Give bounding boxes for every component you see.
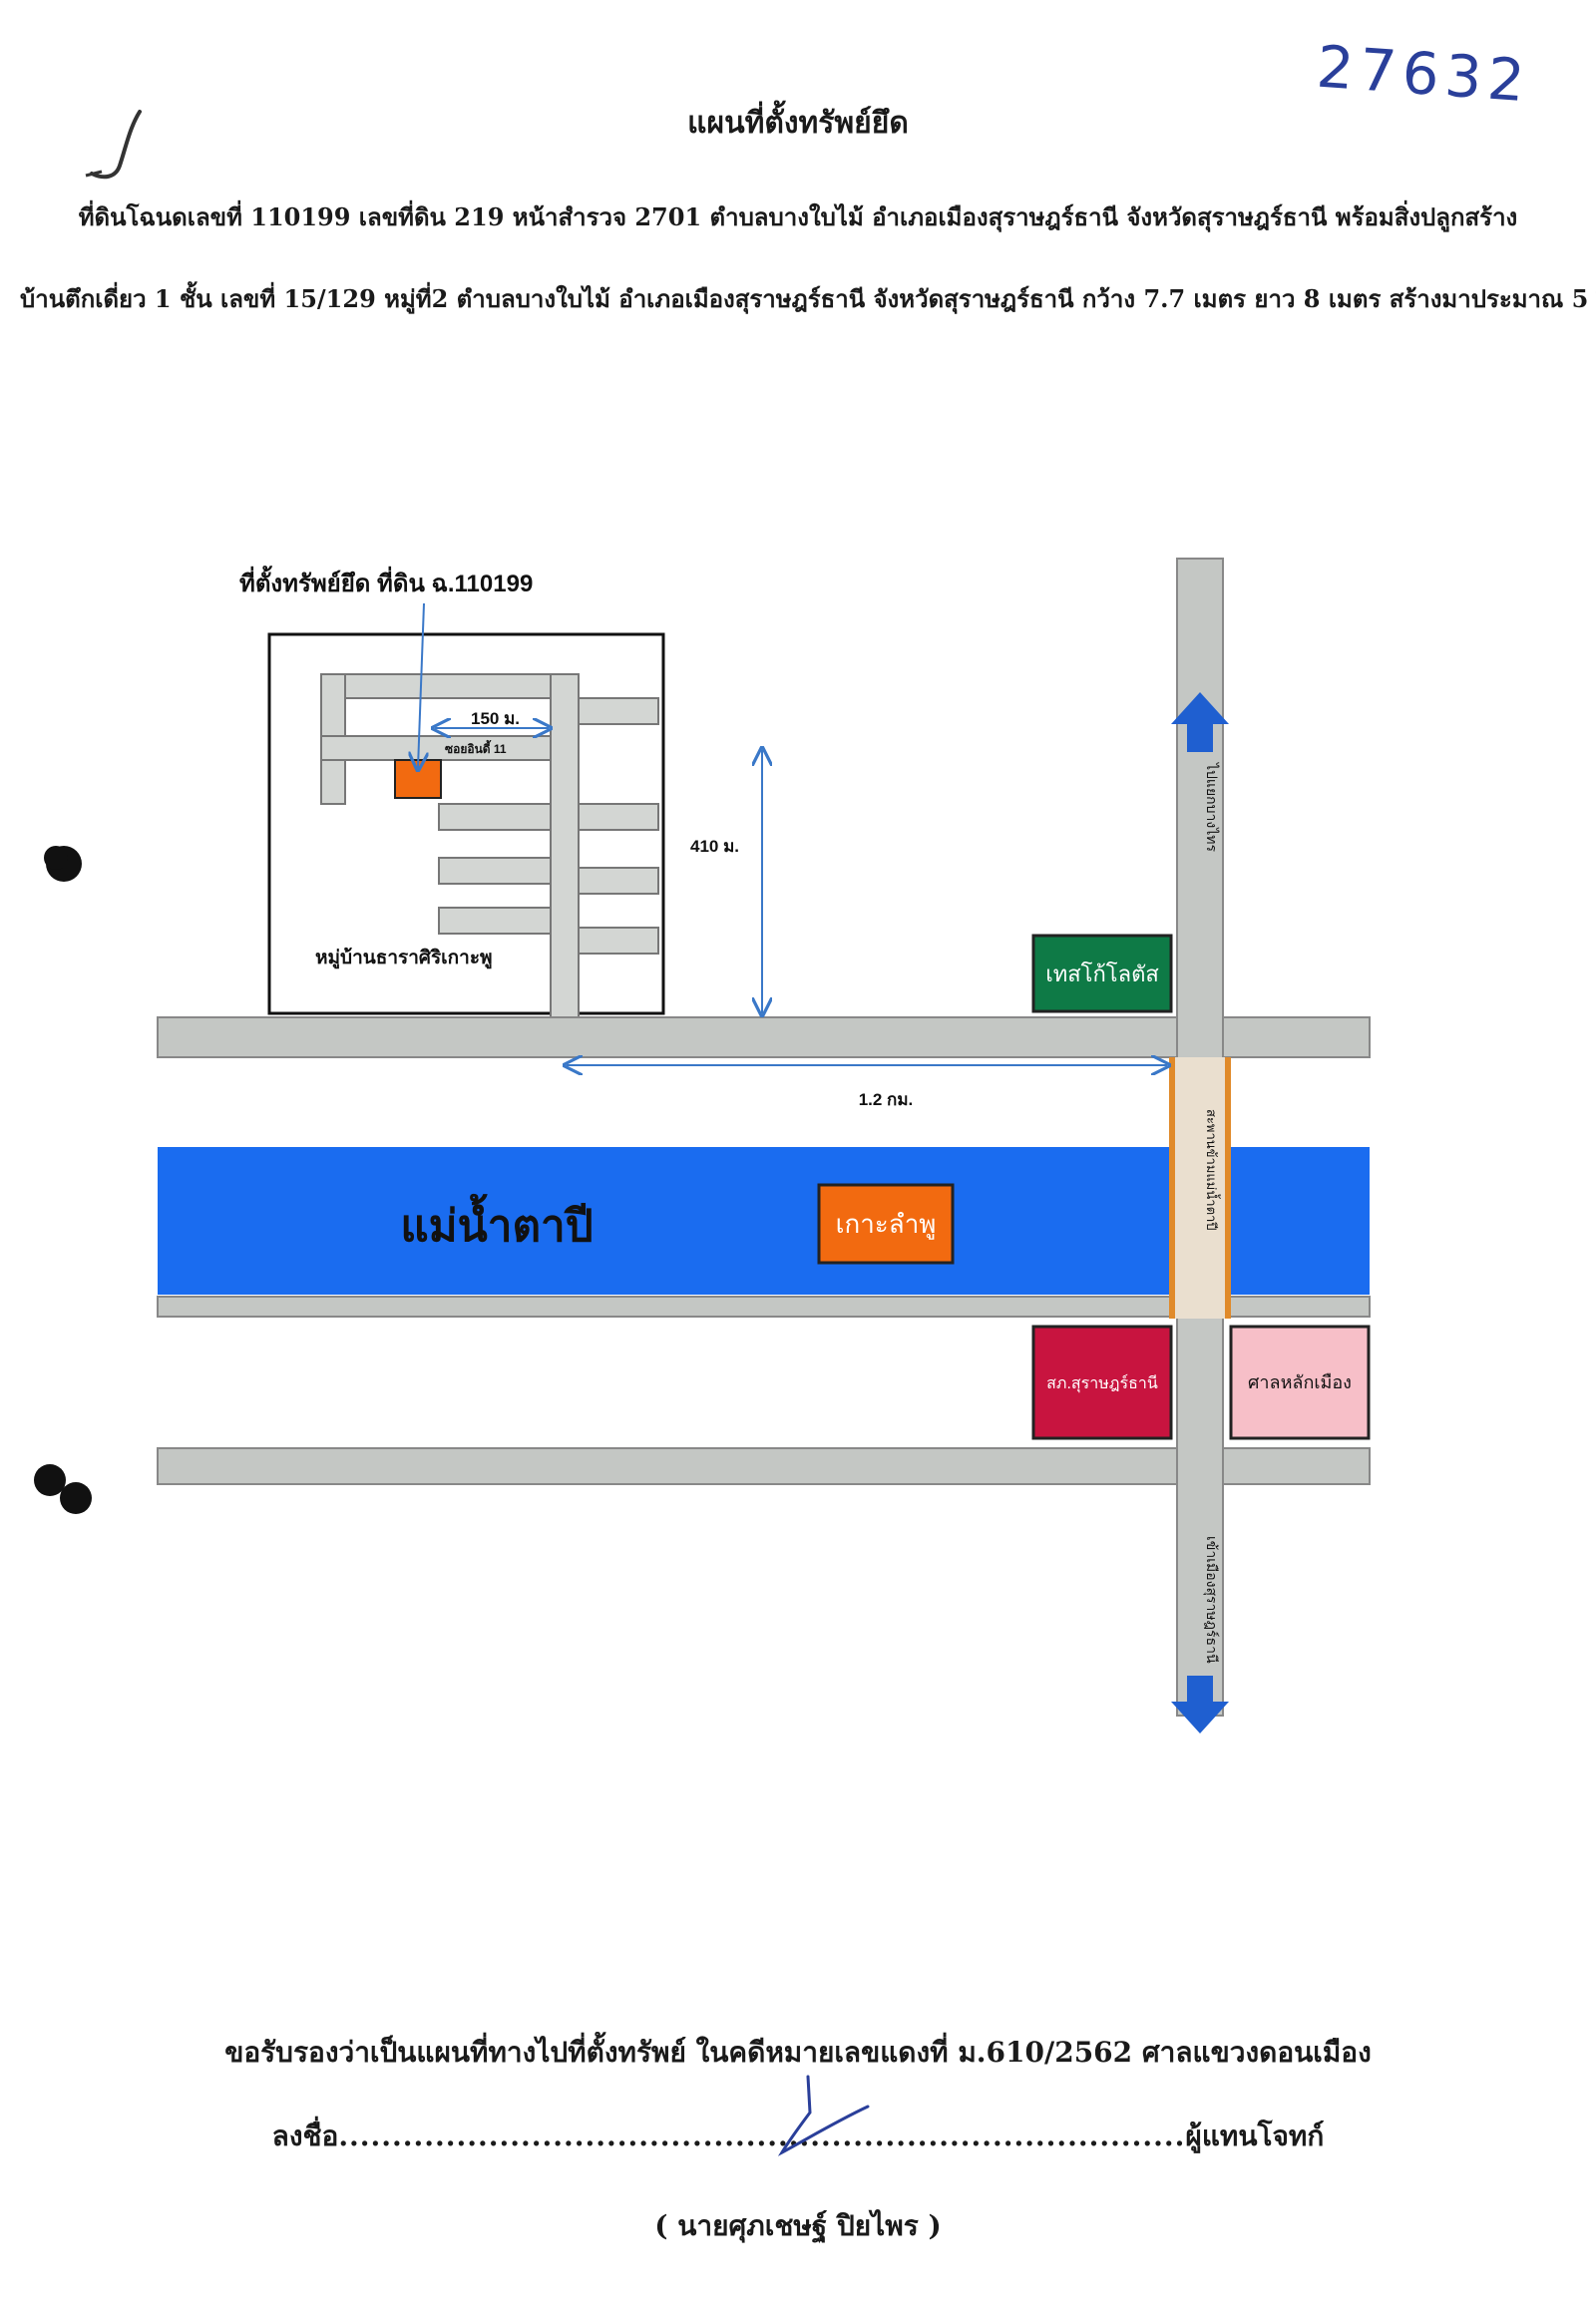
certification-text: ขอรับรองว่าเป็นแผนที่ทางไปที่ตั้งทรัพย์ … — [224, 2036, 1372, 2069]
tesco-label: เทสโก้โลตัส — [1045, 962, 1159, 986]
island-box — [817, 1183, 955, 1265]
bridge-label: สะพานข้ามแม่น้ำตาปี — [1204, 1109, 1221, 1231]
sign-role: ผู้แทนโจทก์ — [1185, 2119, 1325, 2152]
bridge — [1169, 1057, 1231, 1319]
south-arrow — [1171, 1676, 1229, 1733]
property-description-line1: ที่ดินโฉนดเลขที่ 110199 เลขที่ดิน 219 หน… — [78, 202, 1518, 231]
river-label: แม่น้ำตาปี — [400, 1193, 593, 1251]
signer-name: ( นายศุภเชษฐ์ ปิยไพร ) — [654, 2209, 942, 2242]
distance-410-label: 410 ม. — [690, 837, 739, 856]
riverside-road — [157, 1296, 1371, 1318]
distance-1200-label: 1.2 กม. — [859, 1090, 914, 1109]
soi-label: ซอยอินดี้ 11 — [445, 739, 507, 756]
tesco-box — [1031, 934, 1173, 1013]
property-pointer — [418, 602, 424, 768]
sign-dots: ........................................… — [338, 2119, 1186, 2152]
property-description-line2: บ้านตึกเดี่ยว 1 ชั้น เลขที่ 15/129 หมู่ท… — [20, 284, 1596, 313]
village-roads — [320, 673, 659, 1024]
to-bangsai-label: ไปแยกบางไทร — [1204, 762, 1220, 852]
main-road-north — [157, 1016, 1371, 1058]
downtown-label: เข้าเมืองสุราษฎร์ธานี — [1203, 1536, 1220, 1664]
location-map: ที่ตั้งทรัพย์ยึด ที่ดิน ฉ.110199 150 ม. … — [34, 558, 1371, 1733]
handwritten-signature — [777, 2075, 870, 2156]
north-arrow — [1171, 692, 1229, 752]
bridge-edge-left — [1169, 1057, 1175, 1319]
shrine-label: ศาลหลักเมือง — [1248, 1372, 1352, 1392]
sign-prefix: ลงชื่อ — [271, 2119, 339, 2152]
property-label: ที่ตั้งทรัพย์ยึด ที่ดิน ฉ.110199 — [239, 565, 533, 597]
signature-line: ลงชื่อ..................................… — [0, 2115, 1596, 2158]
handwritten-mark — [85, 110, 142, 180]
main-road-south — [157, 1447, 1371, 1485]
village-label: หมู่บ้านธาราศิริเกาะพู — [315, 947, 493, 969]
police-box — [1031, 1325, 1173, 1440]
shrine-box — [1229, 1325, 1371, 1440]
distance-150-label: 150 ม. — [471, 709, 520, 728]
bridge-edge-right — [1225, 1057, 1231, 1319]
punch-hole-2 — [34, 1464, 66, 1496]
document-title: แผนที่ตั้งทรัพย์ยึด — [687, 106, 909, 141]
island-label: เกาะลำพู — [836, 1209, 937, 1240]
river — [158, 1147, 1370, 1295]
police-label: สภ.สุราษฎร์ธานี — [1046, 1373, 1158, 1393]
